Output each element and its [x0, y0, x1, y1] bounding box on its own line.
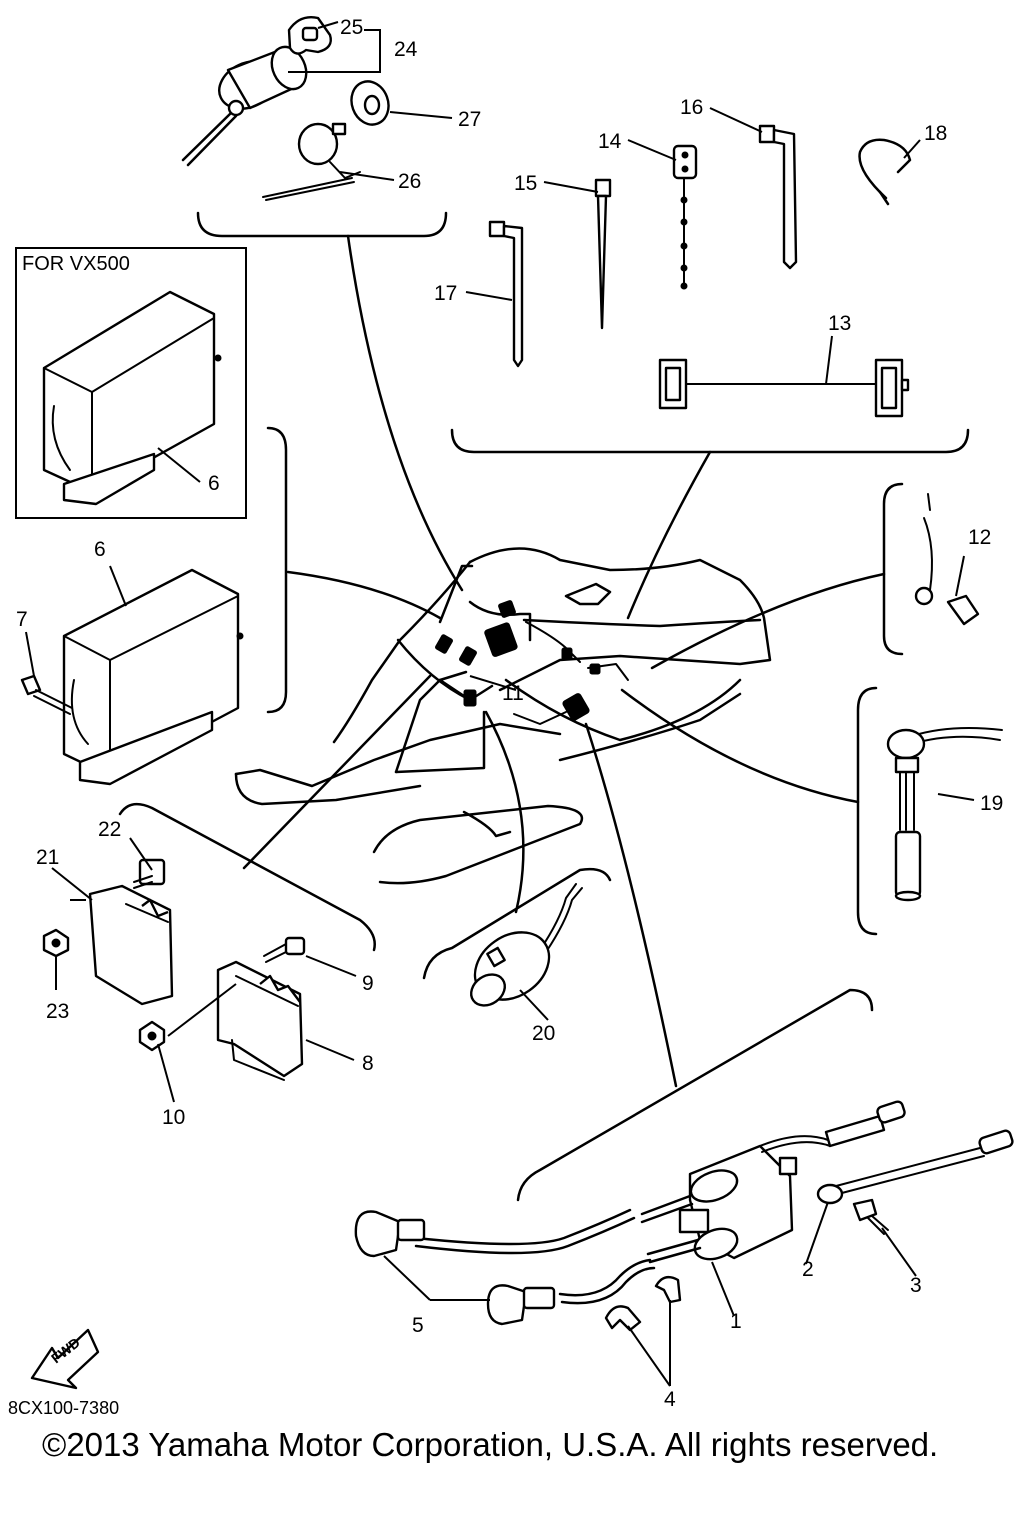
callout-2: 2: [802, 1258, 814, 1281]
callout-23: 23: [46, 1000, 69, 1023]
inset-title: FOR VX500: [22, 253, 130, 275]
callout-9: 9: [362, 972, 374, 995]
callout-20: 20: [532, 1022, 555, 1045]
chassis-illustration: [234, 547, 772, 885]
callout-27: 27: [458, 108, 481, 131]
callout-13: 13: [828, 312, 851, 335]
vx500-inset: FOR VX500: [15, 247, 247, 519]
callout-22: 22: [98, 818, 121, 841]
callout-11: 11: [502, 682, 524, 705]
callout-12: 12: [968, 526, 991, 549]
callout-17: 17: [434, 282, 457, 305]
callout-21: 21: [36, 846, 59, 869]
callout-10: 10: [162, 1106, 185, 1129]
callout-19: 19: [980, 792, 1003, 815]
condenser-group: [422, 867, 612, 1007]
ground-lead-group: [882, 482, 980, 656]
fwd-arrow: FWD: [30, 1328, 100, 1390]
callout-8: 8: [362, 1052, 374, 1075]
callout-14: 14: [598, 130, 622, 153]
callout-7: 7: [16, 608, 28, 631]
callout-25: 25: [340, 16, 363, 39]
clamp-band-group: [450, 124, 970, 454]
callout-26: 26: [398, 170, 421, 193]
leader-lines: [25, 21, 975, 1387]
callout-1: 1: [730, 1310, 742, 1333]
callout-15: 15: [514, 172, 537, 195]
callout-6-inset: 6: [208, 472, 220, 495]
group-pointer-lines: [242, 234, 886, 1088]
callout-24: 24: [394, 38, 418, 61]
reference-code: 8CX100-7380: [8, 1398, 119, 1418]
callout-3: 3: [910, 1274, 922, 1297]
copyright-notice: ©2013 Yamaha Motor Corporation, U.S.A. A…: [42, 1426, 938, 1463]
sensor-group: [856, 686, 1003, 936]
ignition-coil-group: [354, 988, 1014, 1332]
regulator-group: [138, 936, 306, 1081]
cdi-unit-group: [20, 426, 288, 786]
callout-labels: 25 24 27 26 16 14 15 18 17 13 6 6 7 12 1…: [16, 16, 1003, 1411]
main-switch-group: [181, 16, 448, 238]
callout-5: 5: [412, 1314, 424, 1337]
callout-16: 16: [680, 96, 703, 119]
callout-4: 4: [664, 1388, 676, 1411]
callout-18: 18: [924, 122, 947, 145]
rectifier-group: [42, 802, 376, 1006]
callout-6: 6: [94, 538, 106, 561]
wire-harness: [435, 564, 629, 725]
